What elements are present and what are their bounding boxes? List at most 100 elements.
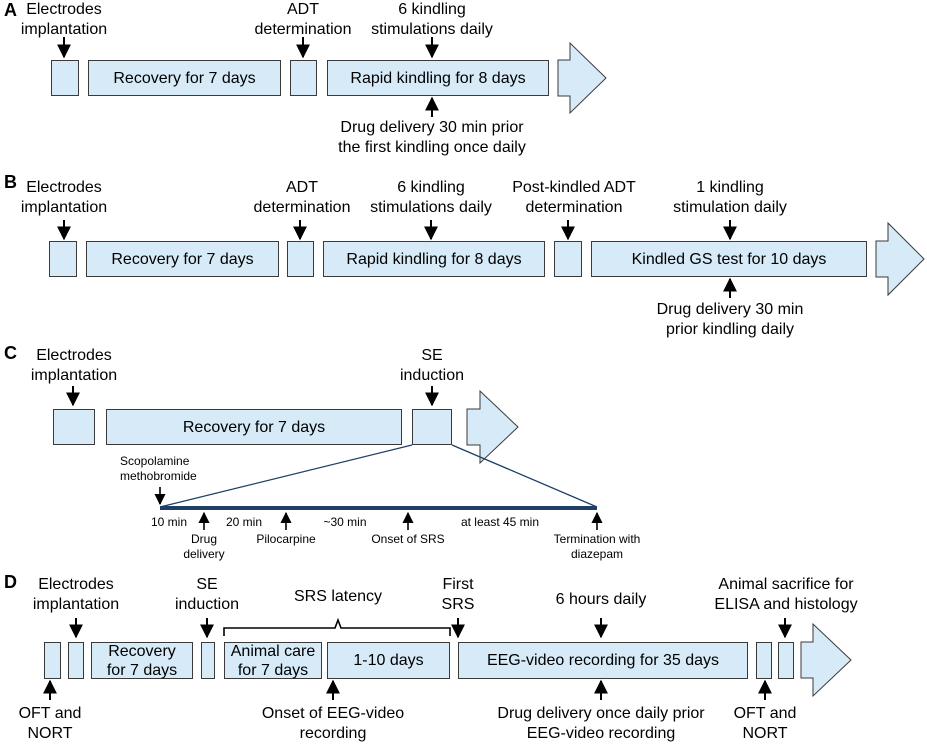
b-post-box xyxy=(554,241,582,277)
d-sacrifice-label: Animal sacrifice for ELISA and histology xyxy=(701,575,871,615)
a-timeline-end-arrow xyxy=(557,41,607,115)
d-oft2-line1: OFT and xyxy=(733,705,797,722)
b-one-line2: stimulation daily xyxy=(673,199,787,216)
d-drug-label: Drug delivery once daily prior EEG-video… xyxy=(476,704,726,744)
panel-d-label: D xyxy=(4,572,17,592)
c-se-line1: SE xyxy=(421,347,443,364)
d-days-box: 1-10 days xyxy=(327,642,450,679)
b-electrodes-line2: implantation xyxy=(20,199,108,216)
d-oft1-line1: OFT and xyxy=(18,705,82,722)
d-srs-latency-label: SRS latency xyxy=(293,588,383,605)
c-drug-label: Drug delivery xyxy=(174,532,234,562)
c-timeline-end-arrow xyxy=(466,389,519,465)
d-electrodes-label: Electrodes implantation xyxy=(16,575,136,615)
d-sacrifice-line2: ELISA and histology xyxy=(714,596,858,613)
d-electrodes-line1: Electrodes xyxy=(38,576,114,593)
b-timeline-end-arrow xyxy=(875,221,925,297)
d-six-hours-label: 6 hours daily xyxy=(555,591,647,608)
d-first-line1: First xyxy=(442,576,474,593)
b-electrodes-label: Electrodes implantation xyxy=(4,178,124,218)
d-se-box xyxy=(201,642,215,679)
c-zoom-line-right xyxy=(451,444,598,508)
d-care-line1: Animal care xyxy=(230,642,316,660)
b-post-label: Post-kindled ADT determination xyxy=(506,178,642,218)
a-drug-line2: the first kindling once daily xyxy=(338,139,526,156)
d-oft1-box xyxy=(44,642,61,679)
c-se-box xyxy=(412,409,452,445)
c-scop-line2: methobromide xyxy=(120,469,197,483)
a-drug-line1: Drug delivery 30 min prior xyxy=(340,119,524,136)
d-onset-line2: recording xyxy=(299,725,367,742)
c-term-label: Termination with diazepam xyxy=(537,532,657,562)
a-recovery-box: Recovery for 7 days xyxy=(88,60,281,96)
b-rapid-box: Rapid kindling for 8 days xyxy=(323,241,545,277)
b-adt-label: ADT determination xyxy=(250,178,354,218)
panel-a-label: A xyxy=(4,0,17,20)
a-electrodes-label: Electrodes implantation xyxy=(4,0,124,40)
b-kindling-line1: 6 kindling xyxy=(397,179,465,196)
b-post-line1: Post-kindled ADT xyxy=(512,179,636,196)
d-timeline-end-arrow xyxy=(800,622,852,698)
d-oft2-label: OFT and NORT xyxy=(725,704,805,744)
d-care-box: Animal care for 7 days xyxy=(224,642,322,679)
c-se-line2: induction xyxy=(399,367,465,384)
d-srs-latency-brace xyxy=(223,617,451,636)
c-implant-box xyxy=(53,409,95,445)
d-care-line2: for 7 days xyxy=(237,661,309,679)
b-implant-box xyxy=(49,241,77,277)
c-electrodes-label: Electrodes implantation xyxy=(14,346,134,386)
a-electrodes-line2: implantation xyxy=(20,21,108,38)
a-rapid-box: Rapid kindling for 8 days xyxy=(327,60,549,96)
d-first-line2: SRS xyxy=(441,596,475,613)
c-se-label: SE induction xyxy=(387,346,477,386)
a-adt-line2: determination xyxy=(254,21,352,38)
d-onset-label: Onset of EEG-video recording xyxy=(243,704,423,744)
c-electrodes-line2: implantation xyxy=(30,367,118,384)
b-post-line2: determination xyxy=(525,199,623,216)
b-kindling-line2: stimulations daily xyxy=(370,199,492,216)
c-scop-label: Scopolamine methobromide xyxy=(120,454,197,484)
d-oft1-label: OFT and NORT xyxy=(10,704,90,744)
b-adt-line1: ADT xyxy=(286,179,318,196)
c-term-line2: diazepam xyxy=(570,547,624,561)
c-term-line1: Termination with xyxy=(553,532,641,546)
d-oft2-box xyxy=(756,642,772,679)
b-gs-box: Kindled GS test for 10 days xyxy=(591,241,867,277)
b-electrodes-line1: Electrodes xyxy=(26,179,102,196)
d-se-line2: induction xyxy=(174,596,240,613)
a-kindling-line2: stimulations daily xyxy=(371,21,493,38)
b-adt-box xyxy=(287,241,314,277)
b-recovery-box: Recovery for 7 days xyxy=(86,241,279,277)
d-eeg-box: EEG-video recording for 35 days xyxy=(458,642,748,679)
d-drug-line2: EEG-video recording xyxy=(526,725,676,742)
a-adt-label: ADT determination xyxy=(253,0,353,40)
c-pilocarpine-label: Pilocarpine xyxy=(256,532,316,546)
a-implant-box xyxy=(51,60,79,96)
d-sacrifice-line1: Animal sacrifice for xyxy=(718,576,854,593)
a-electrodes-line1: Electrodes xyxy=(26,1,102,18)
b-drug-line1: Drug delivery 30 min xyxy=(656,301,804,318)
a-kindling-line1: 6 kindling xyxy=(398,1,466,18)
c-electrodes-line1: Electrodes xyxy=(36,347,112,364)
d-se-label: SE induction xyxy=(162,575,252,615)
a-kindling-label: 6 kindling stimulations daily xyxy=(357,0,507,40)
c-scop-line1: Scopolamine xyxy=(120,454,190,468)
c-drug-line2: delivery xyxy=(183,547,225,561)
d-electrodes-line2: implantation xyxy=(32,596,120,613)
c-zoom-line-left xyxy=(159,444,413,508)
d-recovery-line2: for 7 days xyxy=(106,661,178,679)
c-gap-30min: ~30 min xyxy=(323,515,367,529)
c-drug-line1: Drug xyxy=(190,532,217,546)
d-recovery-line1: Recovery xyxy=(108,642,176,660)
c-gap-45min: at least 45 min xyxy=(460,515,540,529)
c-gap-10min: 10 min xyxy=(150,515,188,529)
d-implant-box xyxy=(68,642,84,679)
b-one-label: 1 kindling stimulation daily xyxy=(660,178,800,218)
d-recovery-box: Recovery for 7 days xyxy=(91,642,193,679)
a-drug-label: Drug delivery 30 min prior the first kin… xyxy=(302,118,562,158)
d-onset-line1: Onset of EEG-video xyxy=(261,705,405,722)
d-oft1-line2: NORT xyxy=(27,725,73,742)
d-drug-line1: Drug delivery once daily prior xyxy=(497,705,705,722)
b-one-line1: 1 kindling xyxy=(696,179,764,196)
